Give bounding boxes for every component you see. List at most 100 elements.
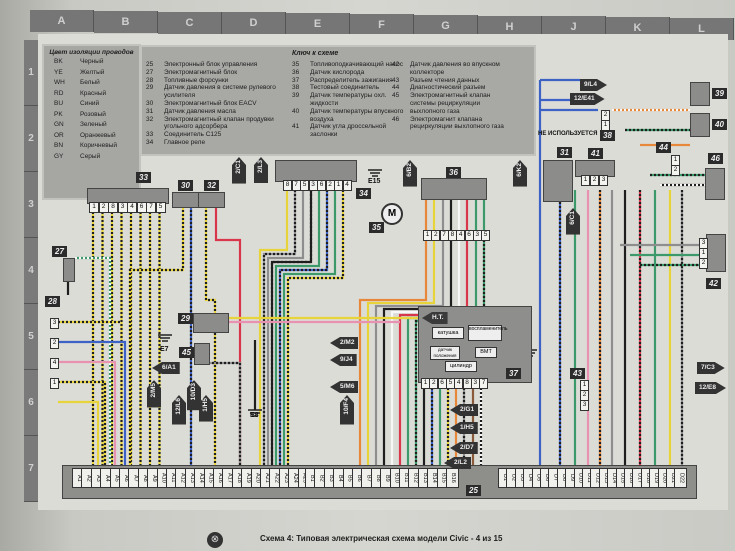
wire [75, 256, 112, 468]
wire [214, 206, 242, 468]
key-number: 33 [146, 131, 154, 139]
legend-color-name: Красный [80, 89, 107, 97]
c37-pin: 7 [479, 378, 489, 389]
key-number: 36 [292, 68, 300, 76]
component-44-label: 44 [656, 142, 671, 153]
column-K: K [606, 17, 670, 40]
c33-pin: 5 [155, 202, 166, 213]
wire [270, 190, 313, 468]
connector-arrow-left[interactable]: 2/L2 [444, 457, 472, 469]
key-number: 31 [146, 107, 154, 115]
component-30-label: 30 [178, 180, 193, 191]
connector-arrow-left[interactable]: 2/M2 [330, 337, 359, 349]
map-sensor [706, 234, 726, 272]
component-29-label: 29 [178, 313, 193, 324]
connector-arrow-right[interactable]: 12/E41 [570, 93, 605, 105]
column-J: J [542, 16, 606, 39]
key-description: Топливоподкачивающий насос [310, 61, 403, 68]
wire-stripe [286, 190, 345, 468]
connector-arrow-left[interactable]: 2/G1 [450, 404, 479, 416]
key-number: 30 [146, 99, 154, 107]
row-6: 6 [24, 370, 38, 436]
component-45-label: 45 [179, 347, 194, 358]
key-description: Тестовый соединитель [310, 84, 380, 92]
wire-stripe [262, 190, 297, 468]
connector-arrow-left[interactable]: 2/D7 [450, 442, 478, 454]
key-description: Датчик давления во впускном коллекторе [410, 61, 500, 76]
component-43-label: 43 [570, 368, 585, 379]
key-description: Разъем чтения данных [410, 76, 480, 84]
fuel-pump-motor-icon: M [381, 203, 403, 225]
component-41-label: 41 [588, 148, 603, 159]
connector-arrow-left[interactable]: 5/M6 [330, 381, 359, 393]
key-description: Электромагнитный клапан системы рециркул… [410, 92, 491, 115]
connector-arrow-left[interactable]: 6/A1 [152, 362, 180, 374]
row-5: 5 [24, 304, 38, 370]
key-description: Электромагнит клапана рециркуляции выхло… [410, 115, 504, 131]
ground-e7-label: E7 [160, 346, 169, 353]
c41-pin: 3 [599, 175, 608, 186]
legend-color-name: Розовый [80, 110, 106, 118]
wire [358, 240, 428, 468]
oil-pressure-sensor [543, 160, 573, 202]
component-33-label: 33 [136, 172, 151, 183]
connector-arrow-left[interactable]: 1/H5 [450, 422, 478, 434]
legend-color-name: Серый [80, 152, 101, 160]
key-number: 44 [392, 84, 400, 92]
component-31-label: 31 [557, 147, 572, 158]
column-B: B [94, 10, 158, 33]
wire [282, 190, 337, 468]
c34-pin: 4 [342, 180, 352, 191]
legend-title: Цвет изоляции проводов [49, 49, 134, 56]
legend-color-name: Зеленый [80, 121, 107, 128]
component-36-label: 36 [446, 167, 461, 178]
igniter: воспламенитель [468, 325, 507, 341]
power-steering-pressure-sensor [193, 313, 229, 333]
legend-color-name: Белый [80, 79, 100, 86]
wire [274, 190, 321, 468]
solenoid-unit [63, 258, 75, 282]
connector-arrow-left[interactable]: 9/J4 [330, 354, 357, 366]
position-sensor: датчик положения [430, 346, 460, 360]
connector-arrow-right[interactable]: 7/C3 [697, 362, 725, 374]
wire [128, 206, 185, 468]
component-32-label: 32 [204, 180, 219, 191]
c33-pin: 7 [146, 202, 156, 213]
connector-arrow-right[interactable]: 12/E8 [695, 382, 726, 394]
wire [204, 206, 217, 468]
c44-pin: 2 [671, 165, 680, 176]
legend-color-name: Желтый [80, 68, 105, 76]
publisher-logo-icon: ⊗ [207, 532, 223, 548]
wire [266, 190, 305, 468]
purge-valve [198, 192, 225, 208]
row-2: 2 [24, 106, 38, 172]
key-title: Ключ к схеме [292, 50, 339, 57]
c28-pin: 4 [50, 358, 59, 369]
egr-solenoid-valve [194, 343, 210, 365]
key-number: 38 [292, 84, 300, 92]
key-number: 29 [146, 84, 154, 92]
legend-color-name: Черный [80, 58, 104, 65]
legend-color-name: Синий [80, 100, 100, 107]
intake-air-temp-sensor [690, 113, 710, 137]
key-number: 43 [392, 76, 400, 84]
connector-arrow-right[interactable]: 9/L4 [580, 79, 607, 91]
component-38-label: 38 [600, 130, 615, 141]
